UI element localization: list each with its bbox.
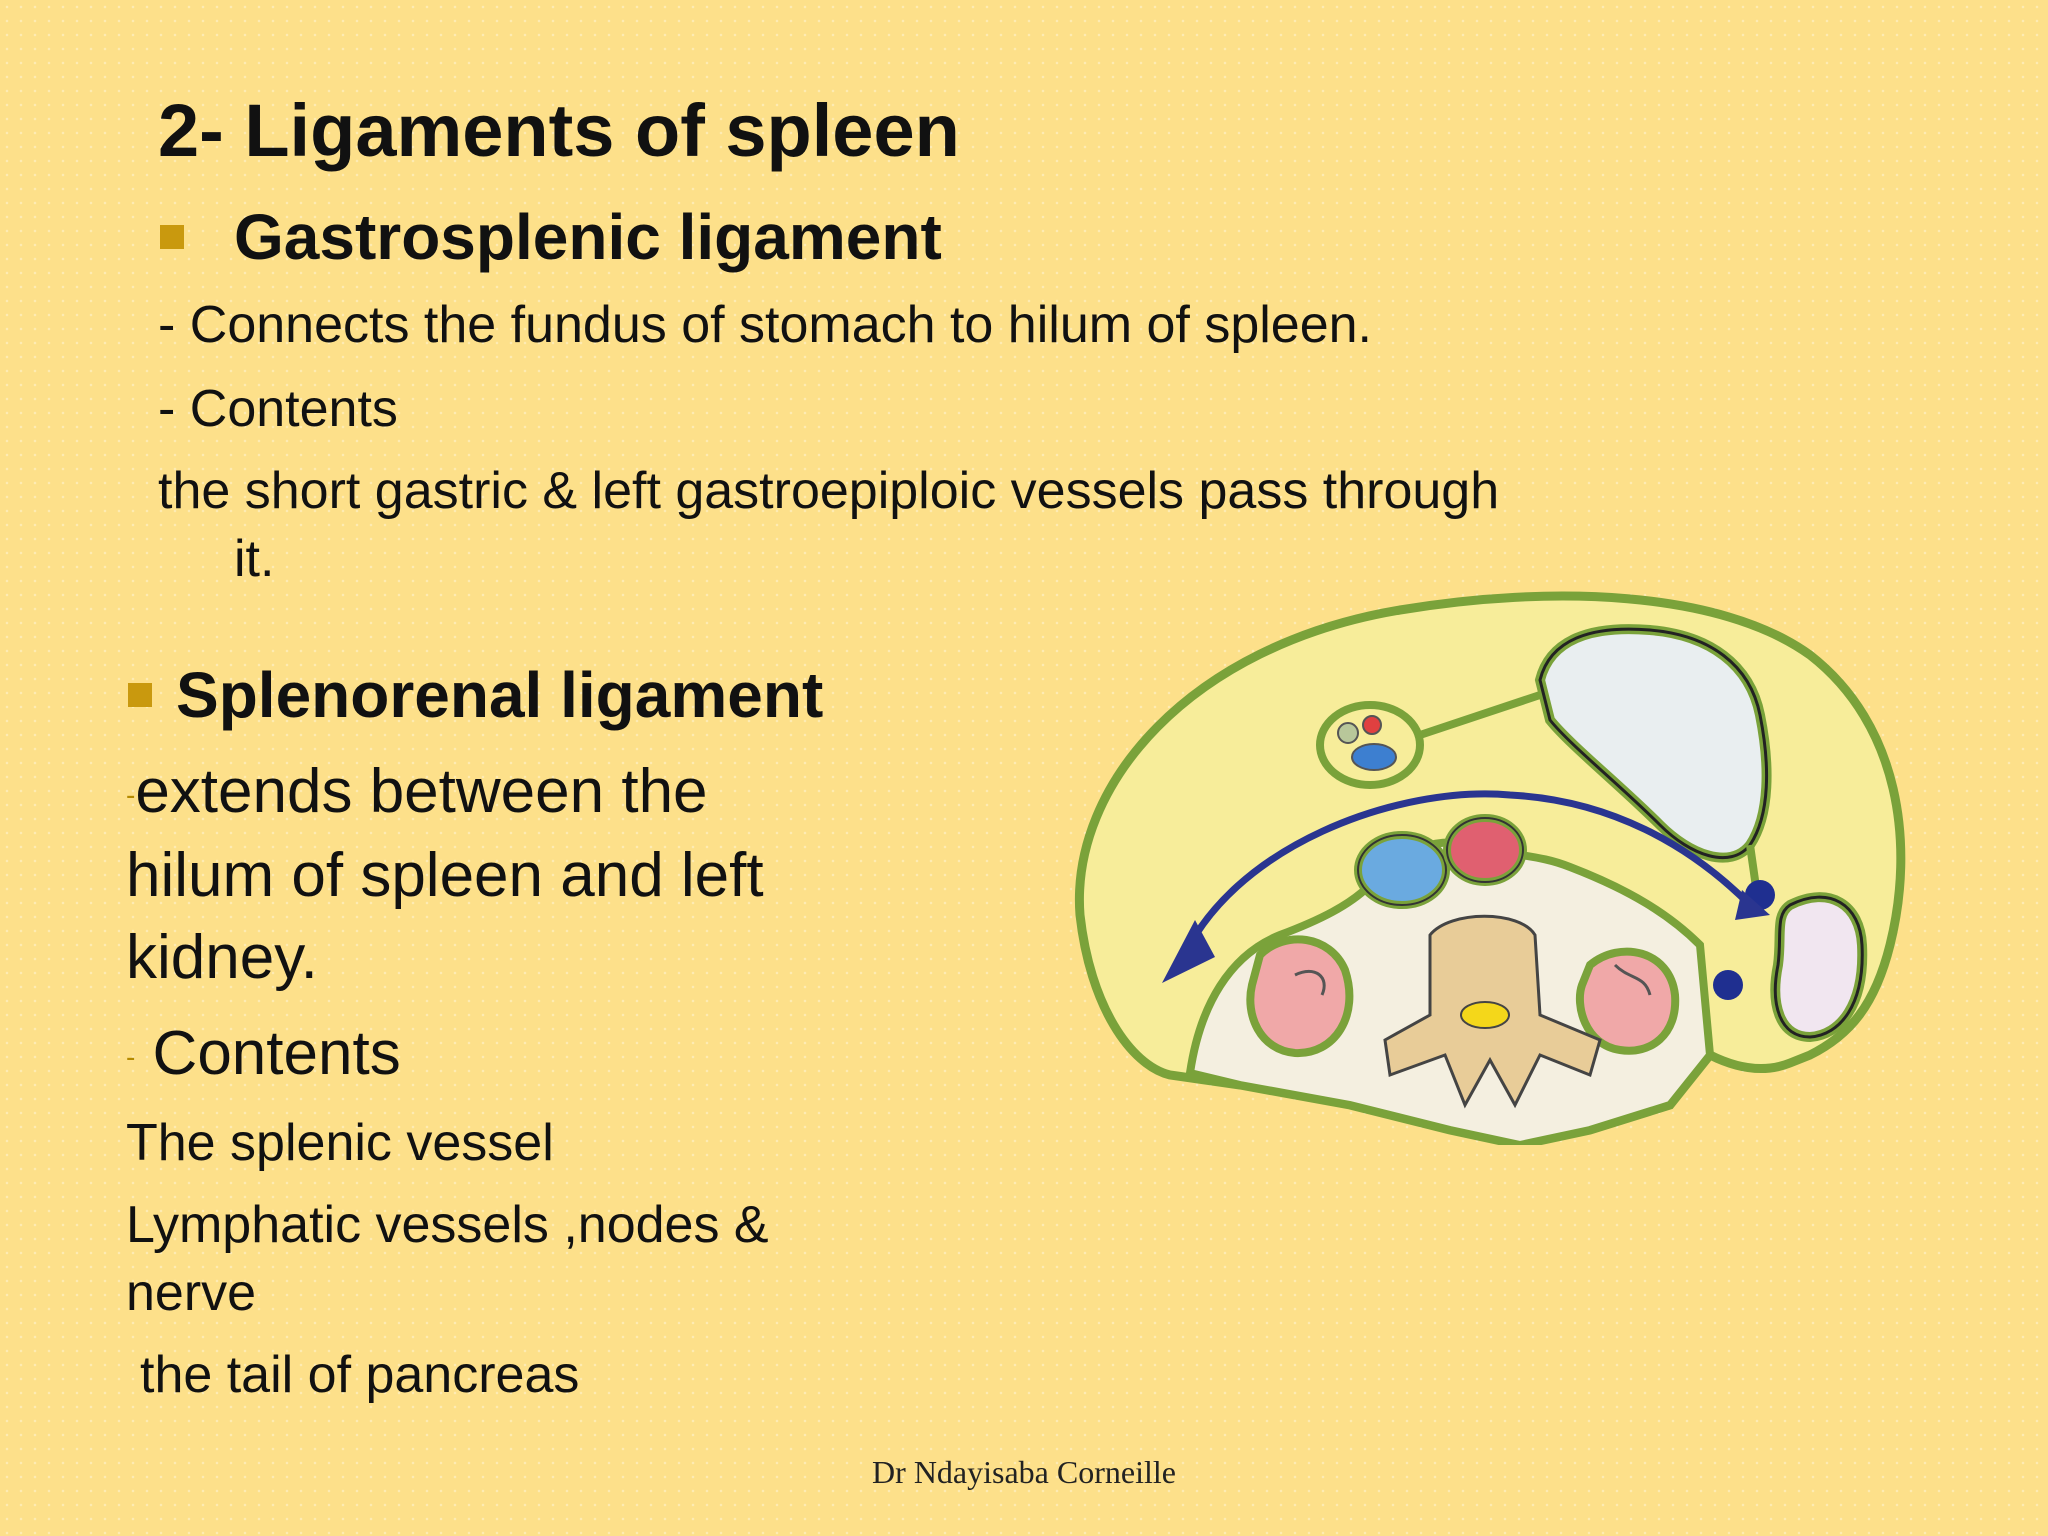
gastrosplenic-connects: - Connects the fundus of stomach to hilu… (158, 296, 1373, 354)
splenic-vessel-dot (1713, 970, 1743, 1000)
right-kidney (1246, 935, 1354, 1058)
dash-marker: - (126, 779, 136, 811)
splenorenal-contents-label: - Contents (126, 1014, 401, 1098)
left-kidney (1575, 947, 1680, 1055)
gastrosplenic-heading-text: Gastrosplenic ligament (234, 201, 942, 273)
square-bullet-icon (160, 225, 184, 249)
slide-title: 2- Ligaments of spleen (158, 89, 960, 172)
splenorenal-item-splenic-vessel: The splenic vessel (126, 1114, 554, 1172)
gastrosplenic-contents-text-end: it. (234, 530, 275, 588)
gastrosplenic-contents-text: the short gastric & left gastroepiploic … (158, 462, 1500, 520)
splenorenal-extends-line1: -extends between the (126, 752, 708, 836)
footer-author: Dr Ndayisaba Corneille (872, 1454, 1176, 1490)
dash-marker: - (126, 1041, 136, 1073)
splenorenal-extends-line2: hilum of spleen and left (126, 841, 764, 910)
gastrosplenic-heading: Gastrosplenic ligament (160, 200, 942, 274)
lesser-sac-arrow (1176, 790, 1753, 967)
splenorenal-contents-text: Contents (135, 1019, 401, 1088)
splenorenal-extends-text: extends between the (135, 757, 708, 826)
spleen (1770, 892, 1868, 1043)
square-bullet-icon (128, 683, 152, 707)
splenorenal-heading-text: Splenorenal ligament (176, 659, 824, 731)
splenorenal-item-lymphatics: Lymphatic vessels ,nodes & (126, 1196, 769, 1254)
spinal-canal (1460, 1001, 1510, 1029)
splenorenal-item-lymphatics-end: nerve (126, 1264, 257, 1322)
gastrosplenic-contents-label: - Contents (158, 380, 398, 438)
abdominal-cross-section-diagram (1074, 591, 1906, 1145)
splenorenal-heading: Splenorenal ligament (128, 658, 823, 732)
splenorenal-item-pancreas-tail: the tail of pancreas (140, 1346, 580, 1404)
splenorenal-extends-line3: kidney. (126, 923, 318, 992)
